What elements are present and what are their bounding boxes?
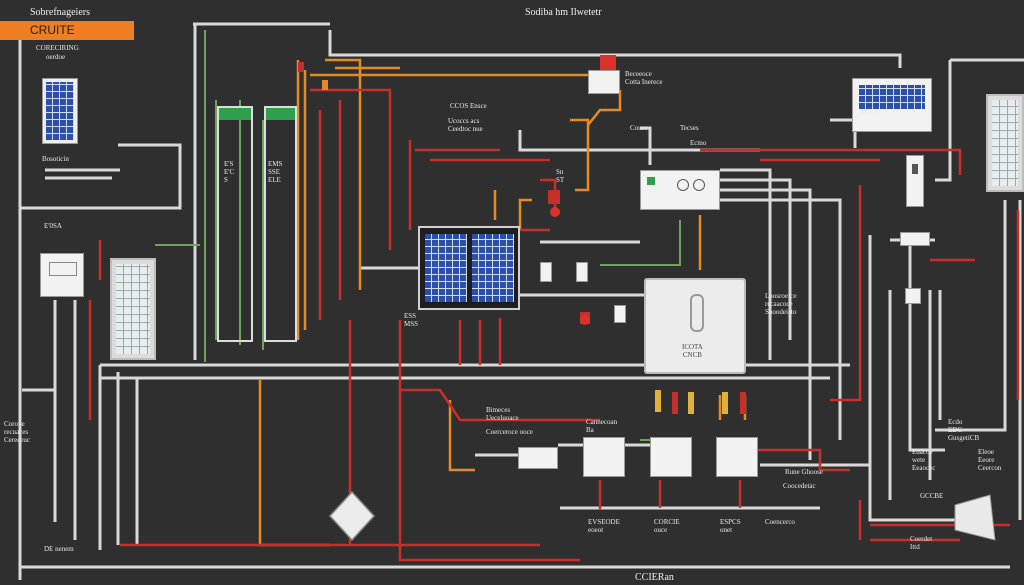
inverter-indicator-icon — [690, 294, 704, 332]
label-stacked: Sn ST — [556, 168, 565, 184]
solar-array-center — [418, 226, 520, 310]
small-sensor-b — [576, 262, 588, 282]
label-top-mid: Beceeoce Cotta Inerece — [625, 70, 663, 86]
label-line-a: Coencerco — [765, 518, 795, 526]
footer-center: CCIERan — [635, 572, 674, 583]
label-coerdering: CORECIRING — [36, 44, 79, 52]
label-vert-b: EMS SSE ELE — [268, 160, 283, 184]
label-oerdoe: oerdoe — [46, 53, 66, 61]
main-white-wires — [18, 22, 1024, 580]
label-couse: Couse — [630, 124, 648, 132]
combiner-box-b — [264, 106, 297, 342]
green-wires — [155, 30, 690, 441]
label-ncce: NCCE — [860, 108, 879, 116]
label-pair-b: EVSEODE eoeot — [588, 518, 620, 534]
switch-lever-icon — [912, 164, 918, 174]
label-edsa: E'0SA — [44, 222, 62, 230]
meter-c — [650, 437, 692, 477]
label-left-rail: Corone recuaces Cereceuc — [4, 420, 31, 444]
solar-cells-tr-icon — [859, 85, 925, 109]
solar-cells-icon — [46, 82, 74, 140]
orange-title-tag: CRUITE — [0, 21, 134, 40]
solar-panel-left — [110, 258, 156, 360]
fuse-markers — [298, 62, 746, 414]
solar-panel-top-left — [42, 78, 78, 144]
label-ess: ESS MSS — [404, 312, 419, 328]
solar-cells-right-icon — [472, 234, 514, 302]
small-sensor-a — [540, 262, 552, 282]
small-sensor-c — [614, 305, 626, 323]
junction-display-icon — [49, 262, 77, 276]
solar-cells-left-icon — [425, 234, 467, 302]
red-breaker-top — [600, 55, 616, 73]
control-knob2-icon — [693, 179, 705, 191]
combiner-a-status-icon — [219, 108, 251, 120]
disconnect-switch — [906, 155, 924, 207]
label-right-a: Ecdo EDC GusgetiCB — [948, 418, 980, 442]
label-line-b: Rune Ghoose — [785, 468, 823, 476]
control-panel — [640, 170, 720, 210]
control-knob-icon — [677, 179, 689, 191]
combiner-b-status-icon — [266, 108, 295, 120]
label-mid-b: Coerceroce ooce — [486, 428, 533, 436]
solar-panel-top-right — [852, 78, 932, 132]
panel-grid-right-icon — [992, 100, 1018, 186]
right-valve — [905, 288, 921, 304]
control-led-icon — [647, 177, 655, 185]
inverter-unit — [644, 278, 746, 374]
solar-panel-right-edge — [986, 94, 1024, 192]
meter-a — [518, 447, 558, 469]
header-top-left: Sobrefnageiers — [30, 7, 90, 18]
label-cross-a: CCOS Ensce — [450, 102, 487, 110]
label-right-b: Edacoe wete Eeaocec — [912, 448, 936, 472]
bottom-right-connector — [954, 494, 996, 541]
label-bottom-left: DE nenem — [44, 545, 74, 553]
label-vert-a: E'S E'C S — [224, 160, 235, 184]
label-rensoicn: Bosoticin — [42, 155, 69, 163]
right-clamp — [900, 232, 930, 246]
panel-grid-icon — [116, 264, 150, 354]
label-pair-c: CORCIE ouce — [654, 518, 680, 534]
label-cross-b: Ucoccs acs Ceedtoc nue — [448, 117, 483, 133]
label-right-e: Coerdet Ittd — [910, 535, 933, 551]
label-line-c: Coocedetac — [783, 482, 816, 490]
label-right-c: Eleoe Eeore Ceercon — [978, 448, 1002, 472]
junction-box-left — [40, 253, 84, 297]
orange-tag-text: CRUITE — [30, 23, 75, 37]
label-connection: Cannecoan Ba — [586, 418, 618, 434]
label-mid-a: Bimeces Ueceluoace — [486, 406, 519, 422]
label-ecmo: Ecmo — [690, 139, 707, 147]
label-pair-d: ESPCS onet — [720, 518, 741, 534]
inverter-label: ICOTA CNCB — [682, 343, 703, 359]
meter-d — [716, 437, 758, 477]
combiner-box-a — [217, 106, 253, 342]
diamond-connector — [328, 490, 376, 542]
red-wires — [88, 88, 1020, 562]
meter-b — [583, 437, 625, 477]
label-right-d: GCCBE — [920, 492, 944, 500]
label-tecses: Tecses — [680, 124, 699, 132]
label-right-group: Loosroerce recaacoce Suoodeicto — [765, 292, 797, 316]
breaker-housing-top — [588, 70, 620, 94]
header-top-center: Sodiba hm Ilwetetr — [525, 7, 602, 18]
